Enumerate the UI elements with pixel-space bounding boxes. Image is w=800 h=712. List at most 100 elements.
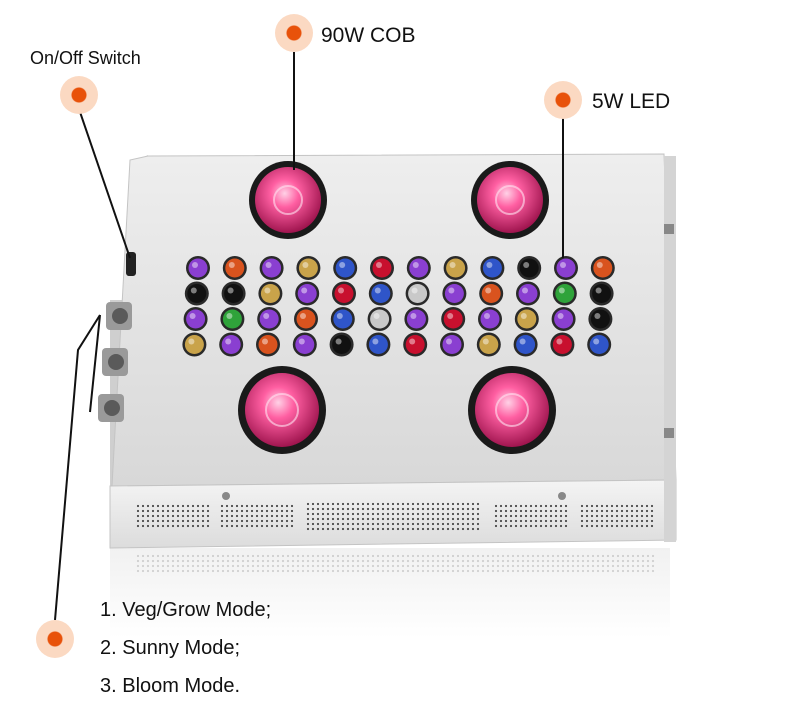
led-purple	[221, 335, 241, 354]
vent-hole	[436, 527, 440, 531]
vent-hole	[524, 524, 528, 528]
vent-hole	[531, 559, 535, 563]
vent-hole	[220, 504, 224, 508]
vent-hole	[605, 509, 609, 513]
vent-hole	[201, 524, 205, 528]
vent-hole	[541, 564, 545, 568]
panel-reflection	[110, 548, 670, 638]
vent-hole	[401, 522, 405, 526]
vent-hole	[645, 514, 649, 518]
vent-hole	[336, 559, 340, 563]
vent-hole	[391, 507, 395, 511]
vent-hole	[196, 504, 200, 508]
vent-hole	[504, 524, 508, 528]
vent-hole	[211, 564, 215, 568]
vent-hole	[536, 564, 540, 568]
vent-hole	[231, 564, 235, 568]
vent-hole	[331, 512, 335, 516]
vent-hole	[564, 514, 568, 518]
led-purple	[262, 258, 282, 278]
vent-hole	[615, 519, 619, 523]
vent-hole	[231, 559, 235, 563]
vent-hole	[426, 512, 430, 516]
vent-hole	[156, 564, 160, 568]
vent-hole	[635, 509, 639, 513]
mode-list: 1. Veg/Grow Mode; 2. Sunny Mode; 3. Bloo…	[100, 598, 271, 712]
vent-hole	[241, 559, 245, 563]
led-orange	[258, 335, 278, 354]
vent-hole	[171, 559, 175, 563]
vent-hole	[436, 569, 440, 573]
vent-hole	[376, 507, 380, 511]
vent-hole	[590, 504, 594, 508]
vent-hole	[549, 509, 553, 513]
vent-hole	[346, 502, 350, 506]
vent-hole	[421, 522, 425, 526]
vent-hole	[471, 507, 475, 511]
led-gold	[298, 258, 318, 278]
vent-hole	[566, 559, 570, 563]
vent-hole	[366, 507, 370, 511]
vent-hole	[271, 554, 275, 558]
led-highlight	[558, 287, 565, 294]
vent-hole	[366, 517, 370, 521]
vent-hole	[306, 554, 310, 558]
vent-hole	[186, 519, 190, 523]
led-purple	[259, 309, 279, 329]
vent-hole	[491, 554, 495, 558]
vent-hole	[301, 559, 305, 563]
vent-hole	[346, 512, 350, 516]
front-vent	[136, 502, 654, 531]
vent-hole	[191, 569, 195, 573]
vent-hole	[311, 522, 315, 526]
vent-hole	[636, 564, 640, 568]
vent-hole	[595, 514, 599, 518]
vent-hole	[285, 519, 289, 523]
vent-hole	[491, 564, 495, 568]
vent-hole	[559, 519, 563, 523]
mode-item: 3. Bloom Mode.	[100, 675, 241, 697]
vent-hole	[546, 569, 550, 573]
vent-hole	[610, 524, 614, 528]
vent-hole	[406, 502, 410, 506]
vent-hole	[371, 554, 375, 558]
vent-hole	[326, 564, 330, 568]
vent-hole	[640, 514, 644, 518]
led-gold	[517, 309, 537, 329]
vent-hole	[616, 569, 620, 573]
vent-hole	[595, 524, 599, 528]
vent-hole	[376, 502, 380, 506]
vent-hole	[456, 554, 460, 558]
vent-hole	[621, 554, 625, 558]
cob-lens-bottom-right	[468, 366, 556, 454]
vent-hole	[549, 514, 553, 518]
vent-hole	[261, 554, 265, 558]
vent-hole	[591, 559, 595, 563]
callout-line-modes	[54, 314, 101, 621]
vent-hole	[466, 502, 470, 506]
vent-hole	[286, 569, 290, 573]
led-highlight	[410, 313, 417, 319]
vent-hole	[171, 504, 175, 508]
vent-hole	[431, 502, 435, 506]
vent-hole	[206, 509, 210, 513]
vent-hole	[411, 522, 415, 526]
vent-hole	[509, 509, 513, 513]
vent-hole	[551, 569, 555, 573]
vent-hole	[386, 522, 390, 526]
led-purple	[188, 258, 208, 278]
vent-hole	[141, 519, 145, 523]
led-red	[552, 335, 572, 354]
vent-hole	[230, 514, 234, 518]
vent-hole	[240, 524, 244, 528]
vent-hole	[551, 564, 555, 568]
vent-hole	[486, 559, 490, 563]
vent-hole	[290, 514, 294, 518]
vent-hole	[271, 559, 275, 563]
vent-hole	[331, 507, 335, 511]
vent-hole	[166, 509, 170, 513]
vent-hole	[331, 554, 335, 558]
vent-hole	[201, 554, 205, 558]
vent-hole	[421, 507, 425, 511]
vent-hole	[651, 569, 655, 573]
